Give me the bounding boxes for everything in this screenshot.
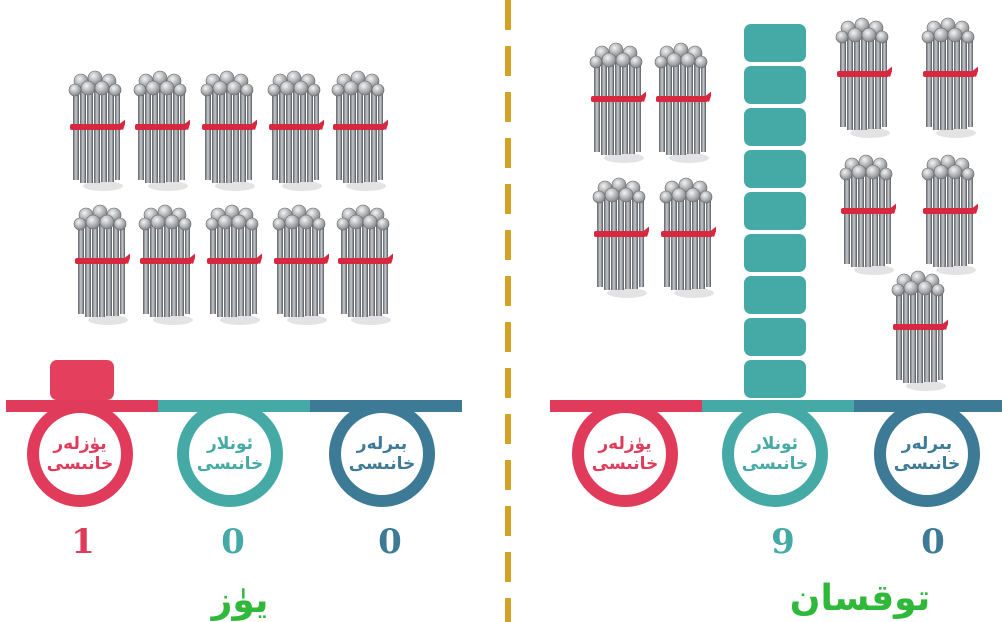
number-word-right: توقسان: [789, 578, 931, 619]
tens-label-line1: ئونلار: [751, 434, 799, 454]
hundreds-block: [50, 360, 114, 400]
nail-bundle-icon: [73, 204, 130, 326]
nail-bundle-icon: [592, 177, 649, 299]
tens-block: [744, 360, 806, 398]
nail-bundle-icon: [272, 204, 329, 326]
tens-label-line2: خانىسى: [741, 454, 809, 474]
nail-bundle-icon: [205, 204, 262, 326]
tens-digit: 0: [221, 522, 245, 562]
ones-digit: 0: [378, 522, 402, 562]
ones-digit: 0: [921, 522, 945, 562]
ones-label-line2: خانىسى: [348, 454, 416, 474]
nail-bundle-icon: [921, 154, 978, 276]
nail-bundle-icon: [138, 204, 195, 326]
nail-bundle-icon: [267, 70, 324, 192]
ones-label-line1: بىرلەر: [356, 434, 408, 454]
nail-bundle-icon: [921, 17, 978, 139]
nail-bundle-icon: [589, 42, 646, 164]
tens-block: [744, 318, 806, 356]
number-word-left: يۈز: [211, 580, 269, 621]
nail-bundle-icon: [200, 70, 257, 192]
tens-block: [744, 192, 806, 230]
hundreds-label-line1: يۈزلەر: [53, 434, 107, 454]
tens-block: [744, 150, 806, 188]
tens-place-circle: ئونلار خانىسى: [722, 401, 828, 507]
hundreds-label-line2: خانىسى: [46, 454, 114, 474]
nail-bundle-icon: [891, 270, 948, 392]
tens-digit: 9: [771, 522, 795, 562]
nail-bundle-icon: [133, 70, 190, 192]
tens-place-circle: ئونلار خانىسى: [177, 401, 283, 507]
panel-divider: [505, 0, 511, 622]
tens-block: [744, 108, 806, 146]
nail-bundle-icon: [835, 17, 892, 139]
tens-block: [744, 66, 806, 104]
nail-bundle-icon: [659, 177, 716, 299]
nail-bundle-icon: [68, 70, 125, 192]
nail-bundle-icon: [654, 42, 711, 164]
hundreds-place-circle: يۈزلەر خانىسى: [572, 401, 678, 507]
tens-block: [744, 276, 806, 314]
tens-label-line1: ئونلار: [206, 434, 254, 454]
nail-bundle-icon: [839, 154, 896, 276]
ones-place-circle: بىرلەر خانىسى: [329, 401, 435, 507]
ones-place-circle: بىرلەر خانىسى: [874, 401, 980, 507]
hundreds-label-line1: يۈزلەر: [598, 434, 652, 454]
tens-block: [744, 234, 806, 272]
hundreds-label-line2: خانىسى: [591, 454, 659, 474]
nail-bundle-icon: [336, 204, 393, 326]
tens-block: [744, 24, 806, 62]
hundreds-digit: 1: [71, 522, 95, 562]
ones-label-line2: خانىسى: [893, 454, 961, 474]
tens-label-line2: خانىسى: [196, 454, 264, 474]
hundreds-place-circle: يۈزلەر خانىسى: [27, 401, 133, 507]
nail-bundle-icon: [331, 70, 388, 192]
ones-label-line1: بىرلەر: [901, 434, 953, 454]
